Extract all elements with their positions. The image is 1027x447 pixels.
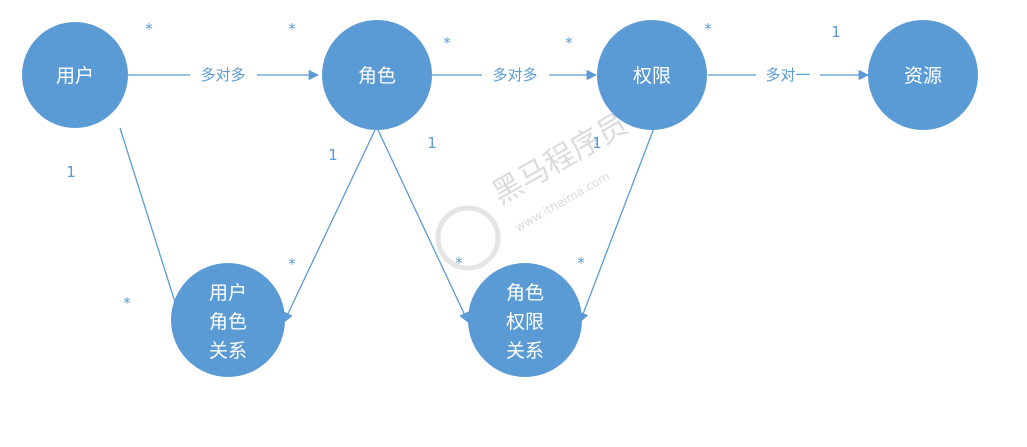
edge-label-role-permission: 多对多 [492, 66, 537, 84]
mult-perm-down-end: * [577, 254, 585, 272]
edge-user-role: 多对多 [128, 66, 320, 84]
edge-role-to-user-role [283, 129, 376, 323]
node-user: 用户 [22, 22, 128, 128]
edge-label-user-role: 多对多 [200, 66, 245, 84]
node-role: 角色 [322, 20, 432, 130]
node-user-role-line-2: 角色 [209, 311, 247, 333]
mult-role-to-perm-end: * [565, 34, 573, 52]
mult-role-to-perm-start: * [443, 34, 451, 52]
mult-user-down-end: * [123, 294, 131, 312]
node-user-role-line-3: 关系 [209, 340, 247, 362]
edge-permission-to-role-permission [578, 127, 655, 323]
node-role-permission-line-2: 权限 [506, 311, 544, 333]
mult-role-left-end: * [288, 255, 296, 273]
mult-user-to-role-start: * [145, 20, 153, 38]
node-user-label: 用户 [56, 65, 94, 87]
node-role-permission: 角色 权限 关系 [468, 263, 582, 377]
mult-user-down-start: 1 [66, 163, 76, 181]
edge-user-to-user-role [119, 127, 183, 319]
mult-role-right-start: 1 [427, 134, 437, 152]
edge-role-to-role-permission [377, 129, 469, 323]
mult-user-to-role-end: * [288, 20, 296, 38]
watermark-logo-icon [435, 205, 501, 271]
mult-perm-to-res-end: 1 [831, 23, 841, 41]
mult-perm-to-res-start: * [704, 20, 712, 38]
node-role-label: 角色 [358, 65, 396, 87]
node-role-permission-line-3: 关系 [506, 340, 544, 362]
node-role-permission-line-1: 角色 [506, 282, 544, 304]
mult-perm-down-start: 1 [592, 134, 602, 152]
mult-role-left-start: 1 [328, 146, 338, 164]
node-permission: 权限 [597, 20, 707, 130]
node-user-role-line-1: 用户 [209, 282, 247, 304]
edge-label-permission-resource: 多对一 [765, 66, 810, 84]
mult-role-right-end: * [455, 254, 463, 272]
node-user-role: 用户 角色 关系 [171, 263, 285, 377]
node-permission-label: 权限 [633, 65, 671, 87]
edge-permission-resource: 多对一 [708, 66, 870, 84]
watermark: 黑马程序员 www.itheima.com [435, 107, 634, 271]
node-resource: 资源 [868, 20, 978, 130]
node-resource-label: 资源 [904, 65, 942, 87]
edge-role-permission: 多对多 [432, 66, 598, 84]
